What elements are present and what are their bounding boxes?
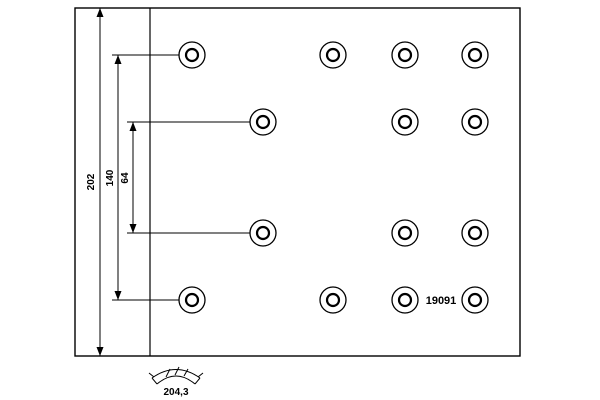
rivet-hole-inner-ring [184, 292, 200, 308]
arc-outer-curve [151, 369, 201, 379]
arc-end-cap [194, 377, 201, 385]
rivet-hole [461, 286, 489, 314]
rivet-hole-inner-ring [255, 114, 271, 130]
rivet-hole [319, 286, 347, 314]
rivet-hole-outer-ring [391, 286, 419, 314]
rivet-hole-outer-ring [391, 41, 419, 69]
lining-plate-outline [74, 7, 521, 357]
rivet-hole-outer-ring [178, 286, 206, 314]
rivet-hole-inner-ring [397, 114, 413, 130]
rivet-hole-inner-ring [397, 47, 413, 63]
rivet-hole-outer-ring [178, 41, 206, 69]
rivet-hole-inner-ring [467, 114, 483, 130]
rivet-hole-inner-ring [467, 292, 483, 308]
dimension-label-total-height: 202 [86, 173, 97, 190]
rivet-hole [391, 108, 419, 136]
part-number-label: 19091 [426, 295, 457, 307]
rivet-hole [391, 219, 419, 247]
arc-hatch-line [174, 366, 180, 376]
rivet-hole [319, 41, 347, 69]
rivet-hole-outer-ring [319, 286, 347, 314]
rivet-hole [249, 108, 277, 136]
rivet-hole-outer-ring [319, 41, 347, 69]
dimension-arrow [114, 291, 122, 300]
arc-inner-curve [156, 375, 196, 385]
dimension-label-outer-spacing: 140 [105, 169, 116, 186]
rivet-hole-outer-ring [391, 108, 419, 136]
rivet-hole [249, 219, 277, 247]
arc-cross-section [148, 366, 204, 385]
rivet-hole [391, 286, 419, 314]
rivet-hole-outer-ring [249, 219, 277, 247]
arc-end-tick [197, 372, 204, 378]
rivet-hole-inner-ring [325, 47, 341, 63]
arc-hatch-line [165, 368, 171, 378]
arc-end-cap [151, 377, 158, 385]
dimension-arrow [129, 122, 137, 131]
rivet-hole-inner-ring [184, 47, 200, 63]
rivet-hole [461, 41, 489, 69]
rivet-hole [461, 108, 489, 136]
rivet-hole-outer-ring [461, 286, 489, 314]
rivet-hole-inner-ring [325, 292, 341, 308]
rivet-hole-inner-ring [397, 225, 413, 241]
dimension-arrow [96, 8, 104, 17]
dimension-label-inner-spacing: 64 [120, 172, 131, 184]
rivet-hole-outer-ring [461, 41, 489, 69]
arc-hatch-line [183, 368, 189, 377]
rivet-hole-inner-ring [467, 225, 483, 241]
rivet-hole [178, 286, 206, 314]
rivet-hole-inner-ring [397, 292, 413, 308]
arc-end-tick [148, 372, 155, 378]
rivet-hole-outer-ring [461, 108, 489, 136]
rivet-hole-inner-ring [255, 225, 271, 241]
dimension-arrow [96, 347, 104, 356]
dimension-label-arc-width: 204,3 [163, 387, 188, 398]
rivet-hole-outer-ring [249, 108, 277, 136]
rivet-hole-outer-ring [391, 219, 419, 247]
rivet-hole [391, 41, 419, 69]
rivet-hole [178, 41, 206, 69]
dimension-arrow [129, 224, 137, 233]
rivet-holes [178, 41, 489, 314]
rivet-hole-inner-ring [467, 47, 483, 63]
dimension-arrow [114, 55, 122, 64]
rivet-hole [461, 219, 489, 247]
rivet-hole-outer-ring [461, 219, 489, 247]
